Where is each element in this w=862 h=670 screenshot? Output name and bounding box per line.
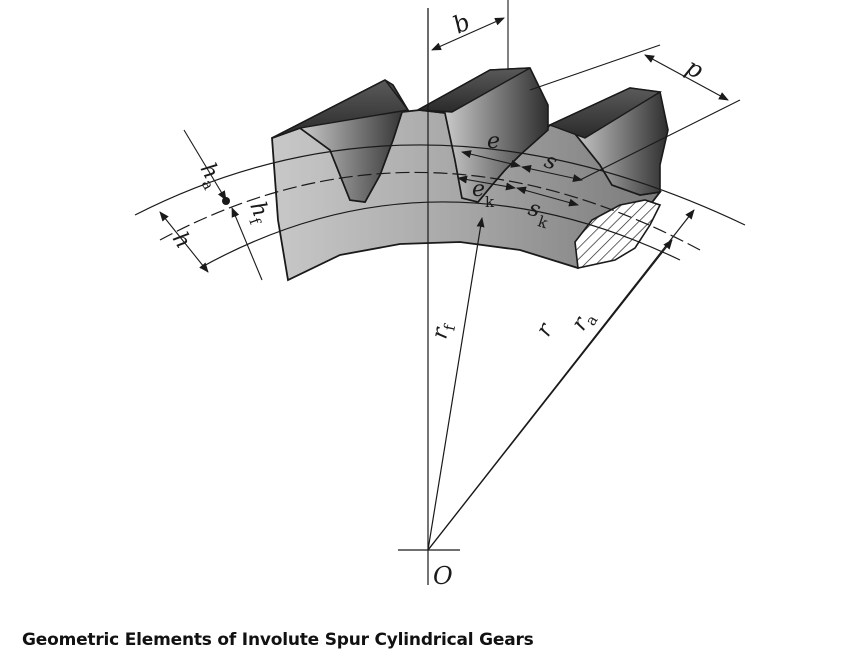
label-e: e xyxy=(487,129,500,154)
p-extension-1 xyxy=(529,44,661,91)
svg-text:f: f xyxy=(440,322,459,333)
reference-circles xyxy=(134,144,746,269)
dedendum-circle-arc xyxy=(199,201,681,269)
h-dimension-arrow xyxy=(159,211,209,273)
gear-segment xyxy=(271,67,669,282)
label-h: h xyxy=(167,228,196,253)
label-ra: r a xyxy=(567,312,602,336)
hf-dimension-arrow xyxy=(231,207,263,281)
radius-rf-line xyxy=(427,217,485,551)
tooth-2-top xyxy=(415,67,531,113)
s-dimension-arrow xyxy=(521,164,583,183)
label-center-O: O xyxy=(433,562,453,590)
label-ek: e k xyxy=(472,177,495,211)
label-b: b xyxy=(449,8,475,40)
b-dimension-arrow xyxy=(431,17,505,51)
label-hf: h f xyxy=(244,199,272,229)
p-extension-2 xyxy=(579,99,741,181)
tooth-1-top xyxy=(271,79,410,139)
pitch-point-dot xyxy=(222,197,230,205)
ha-dimension-arrow xyxy=(183,129,227,201)
svg-text:k: k xyxy=(485,193,495,211)
radius-ra-line xyxy=(427,209,695,551)
svg-text:e: e xyxy=(472,177,485,202)
pitch-circle-arc xyxy=(159,171,701,251)
p-dimension-arrow xyxy=(644,54,729,101)
figure-caption: Geometric Elements of Involute Spur Cyli… xyxy=(22,630,534,650)
gear-geometry-diagram: b p h h a h f e s e k s k r f r r a O xyxy=(134,0,746,590)
label-p: p xyxy=(681,53,708,85)
ek-dimension-arrow xyxy=(457,175,516,191)
e-dimension-arrow xyxy=(461,150,521,168)
sk-dimension-arrow xyxy=(516,186,579,207)
label-r: r xyxy=(532,318,560,341)
label-rf: r f xyxy=(427,322,459,342)
addendum-circle-arc xyxy=(134,144,746,226)
